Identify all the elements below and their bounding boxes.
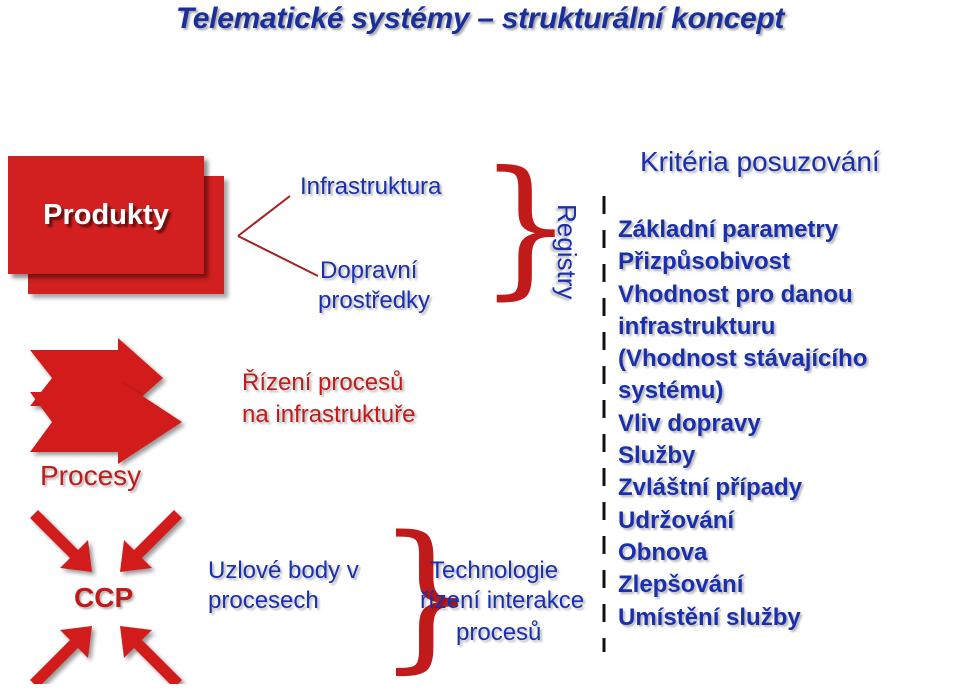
- criteria-item: Zlepšování: [618, 571, 744, 599]
- ccp-label: CCP: [74, 582, 134, 613]
- criteria-item: systému): [618, 377, 724, 405]
- uzlove-label-line1: Uzlové body v: [208, 557, 359, 584]
- procesy-label: Procesy: [40, 460, 142, 491]
- registry-label: Registry: [552, 204, 582, 300]
- rizeni-label-line1: Řízení procesů: [242, 369, 404, 396]
- technologie-label-line1: Technologie: [430, 557, 559, 584]
- criteria-item: Zvláštní případy: [618, 474, 803, 502]
- criteria-title: Kritéria posuzování: [640, 146, 880, 177]
- criteria-item: (Vhodnost stávajícího: [618, 345, 868, 373]
- ccp-arrow-se: [120, 626, 190, 684]
- produkty-box: [8, 156, 204, 274]
- ccp-arrow-ne: [120, 510, 190, 572]
- registry-brace: }: [478, 140, 574, 314]
- dopravni-label-line2: prostředky: [318, 287, 431, 314]
- criteria-item: Obnova: [618, 538, 708, 566]
- criteria-list: Základní parametry Přizpůsobivost Vhodno…: [618, 214, 867, 634]
- process-arrow-2: [30, 380, 182, 464]
- rizeni-label-line2: na infrastruktuře: [242, 401, 416, 428]
- produkty-label: Produkty: [43, 199, 169, 231]
- criteria-item: Základní parametry: [618, 216, 839, 243]
- criteria-item: Udržování: [618, 506, 735, 534]
- ccp-arrow-sw: [22, 626, 92, 684]
- criteria-item: Vhodnost pro danou: [618, 280, 853, 308]
- connector-dopravni: [237, 235, 319, 277]
- uzlove-brace: }: [376, 501, 478, 688]
- criteria-item: Umístění služby: [618, 603, 801, 631]
- page-title: Telematické systémy – strukturální konce…: [175, 2, 785, 35]
- criteria-item: Přizpůsobivost: [618, 248, 791, 276]
- technologie-label-line3: procesů: [456, 619, 542, 646]
- criteria-item: Vliv dopravy: [618, 409, 761, 437]
- criteria-item: infrastrukturu: [618, 312, 776, 340]
- criteria-item: Služby: [618, 442, 696, 470]
- ccp-arrow-nw: [22, 510, 92, 572]
- infrastruktura-label: Infrastruktura: [300, 173, 442, 200]
- connector-infrastruktura: [237, 195, 291, 237]
- ccp-arrows: [22, 510, 190, 684]
- uzlove-label-line2: procesech: [208, 587, 319, 614]
- dopravni-label-line1: Dopravní: [320, 257, 418, 284]
- technologie-label-line2: řízení interakce: [420, 587, 585, 614]
